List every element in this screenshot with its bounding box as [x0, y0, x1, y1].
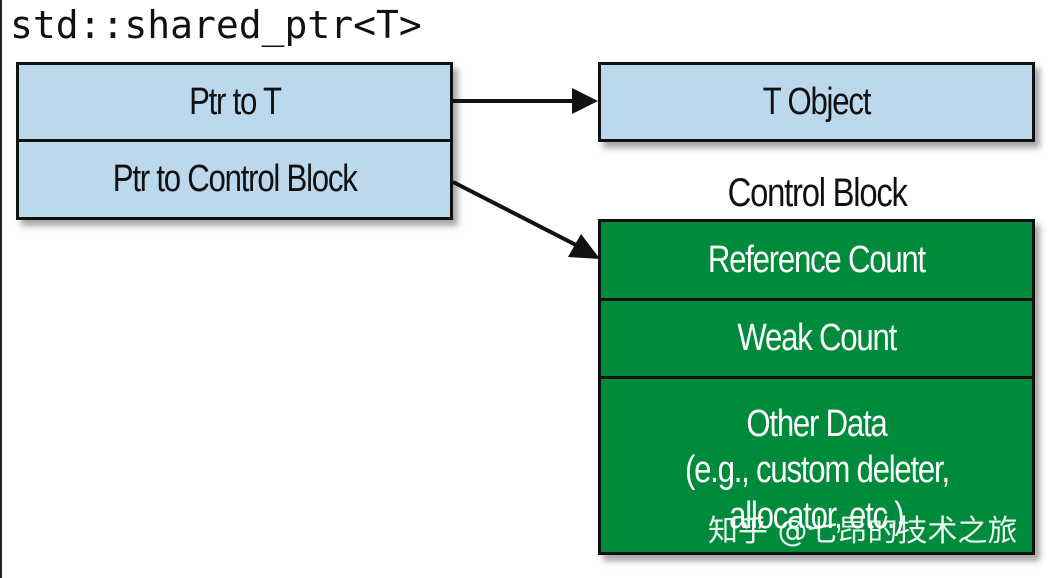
t-object-box: T Object — [598, 62, 1035, 142]
weak-count-label: Weak Count — [737, 317, 897, 359]
arrow-to-t-object — [453, 88, 598, 114]
shared-ptr-struct: Ptr to T Ptr to Control Block — [16, 62, 453, 220]
t-object-group: T Object — [598, 62, 1035, 142]
weak-count-field: Weak Count — [598, 298, 1035, 379]
diagram-title: std::shared_ptr<T> — [10, 3, 422, 47]
reference-count-field: Reference Count — [598, 219, 1035, 301]
ptr-to-control-block-field: Ptr to Control Block — [16, 139, 453, 220]
other-data-line-1: Other Data — [746, 403, 887, 445]
ptr-to-control-block-label: Ptr to Control Block — [112, 158, 358, 200]
t-object-label: T Object — [762, 80, 872, 123]
other-data-line-2: (e.g., custom deleter, — [684, 449, 950, 491]
left-frame-border — [0, 0, 2, 578]
reference-count-label: Reference Count — [707, 238, 926, 281]
other-data-field: Other Data (e.g., custom deleter, alloca… — [598, 376, 1035, 555]
control-block-heading: Control Block — [600, 170, 1035, 216]
control-block-heading-text: Control Block — [727, 171, 908, 215]
ptr-to-t-field: Ptr to T — [16, 62, 453, 142]
watermark: 知乎 @七昂的技术之旅 — [708, 514, 1018, 549]
arrow-to-control-block — [452, 180, 600, 259]
control-block: Reference Count Weak Count Other Data (e… — [598, 219, 1035, 555]
ptr-to-t-label: Ptr to T — [188, 80, 282, 123]
other-data-line-3: allocator, etc.) — [729, 495, 905, 537]
